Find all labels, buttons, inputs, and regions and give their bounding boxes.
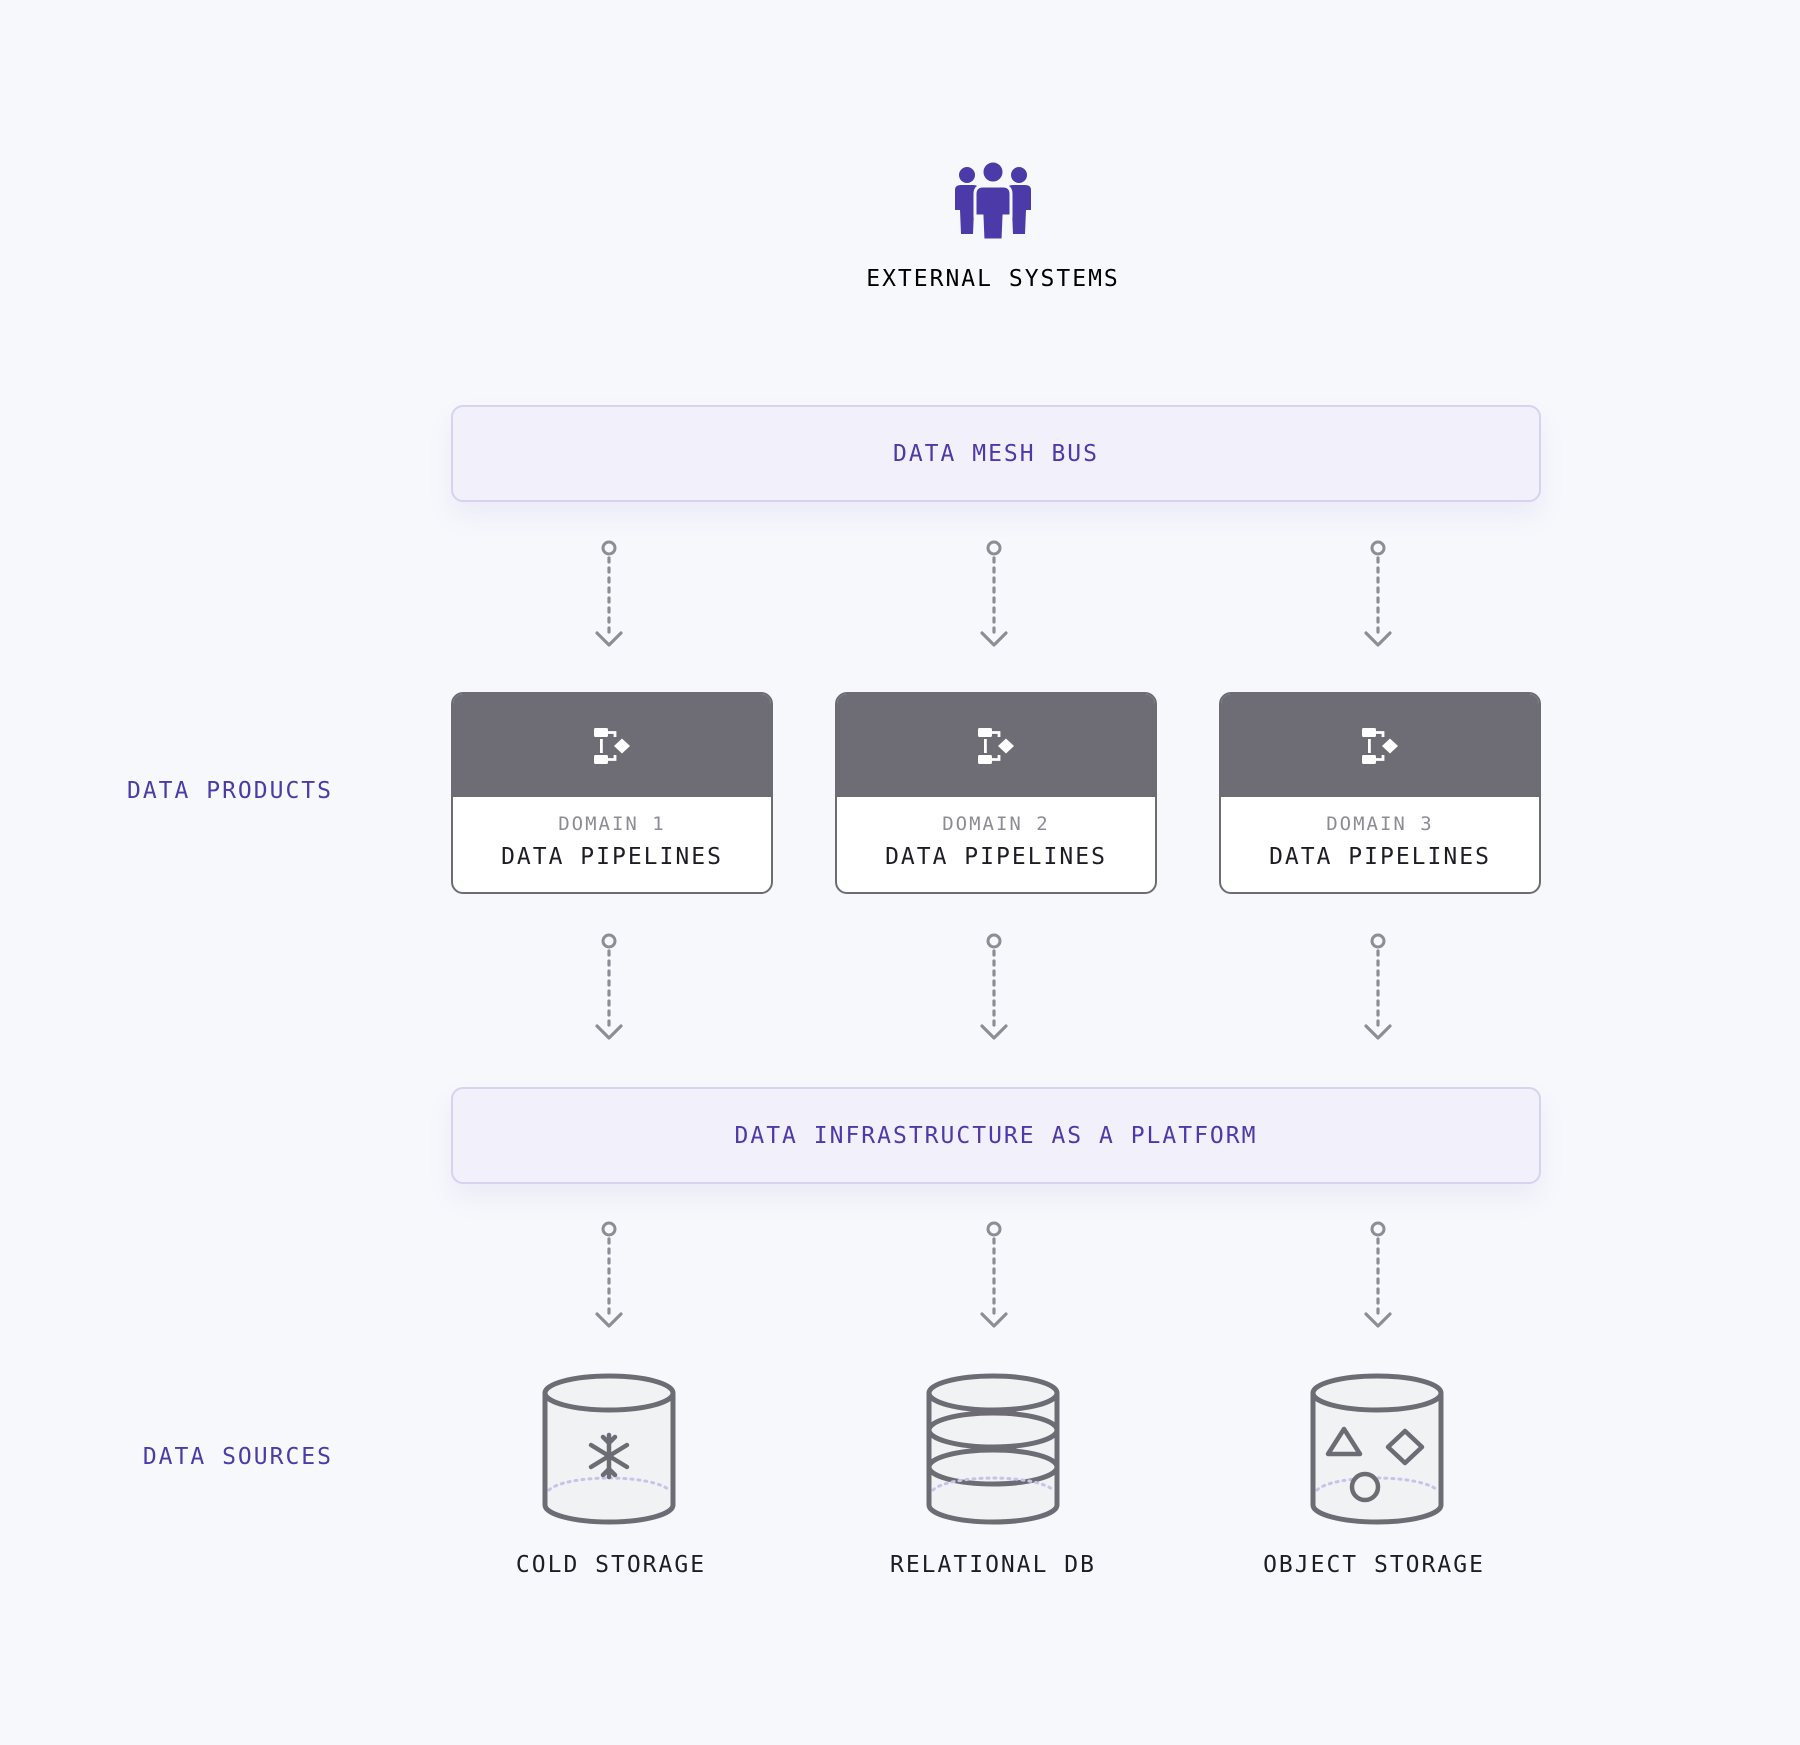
domain-card-3: DOMAIN 3 DATA PIPELINES [1219,692,1541,894]
domain-card-header [837,694,1155,797]
data-mesh-bus: DATA MESH BUS [451,405,1541,502]
domain-card-1: DOMAIN 1 DATA PIPELINES [451,692,773,894]
domain-label: DOMAIN 1 [558,813,666,835]
connector-arrow-icon [595,540,623,647]
connector-arrow-icon [980,933,1008,1040]
connector-arrow-icon [1364,1221,1392,1328]
row-label-data-sources: DATA SOURCES [142,1444,333,1470]
domain-label: DOMAIN 2 [942,813,1050,835]
external-systems-label: EXTERNAL SYSTEMS [866,266,1120,292]
domain-title: DATA PIPELINES [1269,844,1491,870]
people-group-icon [955,160,1031,242]
source-label-cold-storage: COLD STORAGE [515,1552,707,1578]
snowflake-database-icon [542,1373,676,1525]
pipeline-icon [592,726,632,765]
shapes-database-icon [1310,1373,1444,1525]
source-label-relational-db: RELATIONAL DB [889,1552,1096,1578]
domain-title: DATA PIPELINES [885,844,1107,870]
domain-title: DATA PIPELINES [501,844,723,870]
row-label-data-products: DATA PRODUCTS [126,778,333,804]
connector-arrow-icon [595,933,623,1040]
stacked-database-icon [926,1373,1060,1525]
source-label-object-storage: OBJECT STORAGE [1263,1552,1485,1578]
domain-card-header [453,694,771,797]
connector-arrow-icon [1364,933,1392,1040]
connector-arrow-icon [980,1221,1008,1328]
data-infrastructure-platform: DATA INFRASTRUCTURE AS A PLATFORM [451,1087,1541,1184]
domain-card-header [1221,694,1539,797]
connector-arrow-icon [980,540,1008,647]
domain-label: DOMAIN 3 [1326,813,1434,835]
pipeline-icon [1360,726,1400,765]
pipeline-icon [976,726,1016,765]
connector-arrow-icon [595,1221,623,1328]
domain-card-2: DOMAIN 2 DATA PIPELINES [835,692,1157,894]
connector-arrow-icon [1364,540,1392,647]
